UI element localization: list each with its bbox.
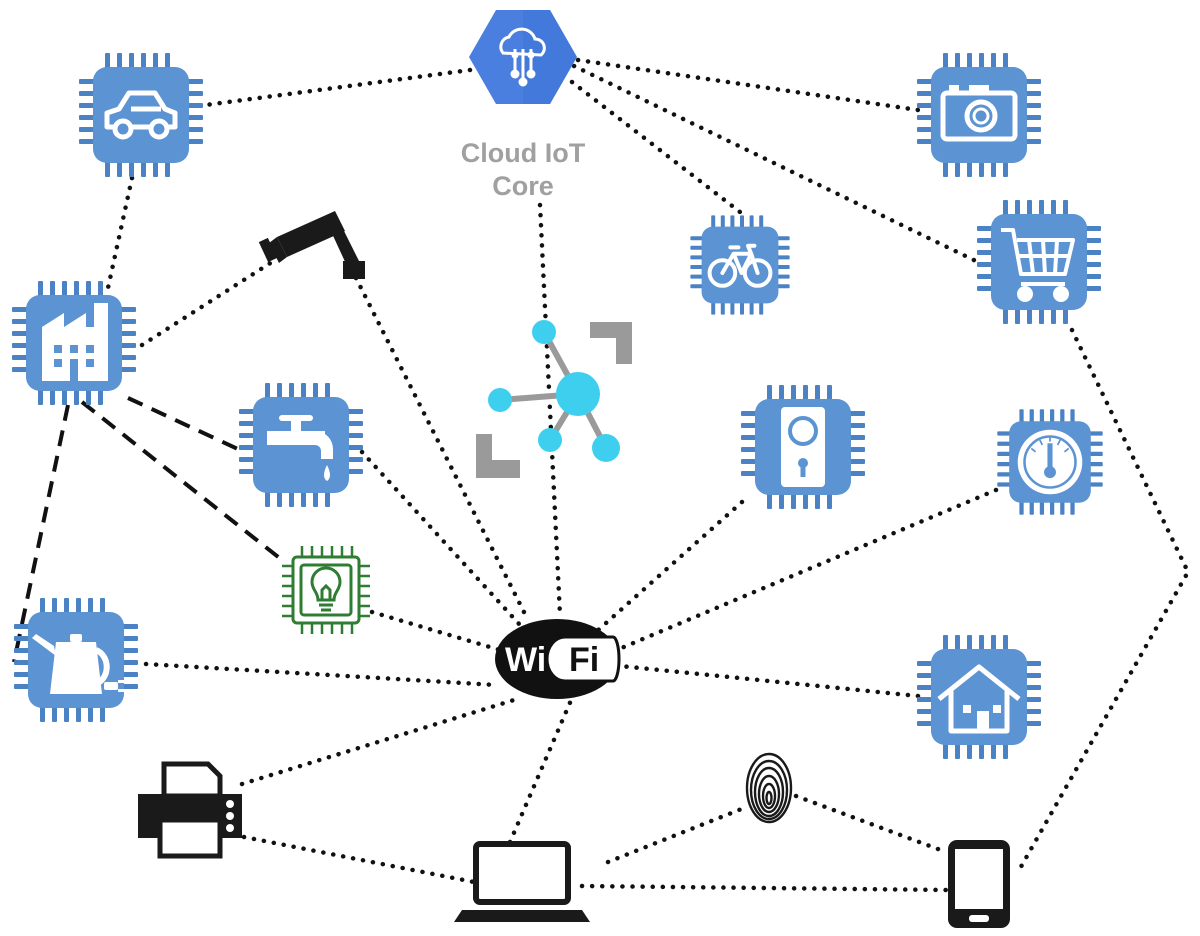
- camera-icon: [940, 85, 1018, 142]
- connection-cloud-car: [195, 67, 473, 109]
- wifi-right-text: Fi: [569, 641, 599, 679]
- door-lock-node: [741, 385, 865, 509]
- connection-printer-wifi: [239, 697, 517, 787]
- kettle-icon: [32, 634, 124, 694]
- wifi-node: Wi Fi: [495, 619, 621, 699]
- connection-bulb-wifi: [369, 609, 503, 653]
- house-node: [917, 635, 1041, 759]
- connection-cart-phone: [1015, 327, 1191, 875]
- cloud-label-line1: Cloud IoT: [461, 138, 586, 168]
- connection-cloud-wifi: [537, 202, 563, 618]
- security-camera-icon: [258, 211, 365, 279]
- connection-thermostat-wifi: [609, 487, 999, 655]
- smartphone-icon: [948, 840, 1010, 928]
- security-camera-node: [258, 211, 365, 279]
- smartphone-node: [948, 840, 1010, 928]
- car-node: [79, 53, 203, 177]
- thermometer-icon: [1017, 429, 1083, 495]
- wifi-left-text: Wi: [505, 641, 546, 679]
- connection-factory-kettle: [12, 404, 70, 663]
- bicycle-node: [690, 215, 790, 315]
- water-tap-icon: [267, 415, 333, 481]
- connection-cloud-bicycle: [569, 79, 743, 215]
- connection-factory-bulb: [80, 400, 284, 562]
- cloud-iot-core-icon: [469, 10, 577, 104]
- factory-node: [12, 281, 136, 405]
- bicycle-icon: [707, 243, 773, 288]
- iot-hub-node: [476, 320, 632, 478]
- connection-cctv-wifi: [353, 275, 531, 623]
- connection-laptop-phone: [579, 883, 949, 893]
- lightbulb-icon: [282, 546, 370, 634]
- connection-cloud-camera: [575, 57, 921, 113]
- connection-laptop-fingerprint: [605, 805, 747, 865]
- cloud-iot-core-node: [469, 10, 577, 104]
- connection-lines: [12, 57, 1191, 893]
- thermometer-node: [997, 409, 1103, 515]
- connection-factory-cctv: [139, 259, 275, 348]
- connection-lock-wifi: [593, 499, 745, 635]
- factory-icon: [42, 303, 108, 381]
- fingerprint-icon: [745, 752, 793, 824]
- house-icon: [937, 664, 1021, 734]
- laptop-icon: [454, 841, 590, 922]
- water-tap-node: [239, 383, 363, 507]
- fingerprint-node: [745, 752, 793, 824]
- kettle-node: [14, 598, 138, 722]
- camera-node: [917, 53, 1041, 177]
- printer-node: [138, 761, 242, 859]
- iot-hub-icon: [476, 320, 632, 478]
- connection-car-factory: [105, 175, 135, 291]
- car-icon: [104, 90, 178, 140]
- connection-tap-wifi: [359, 449, 523, 628]
- laptop-node: [454, 841, 590, 922]
- cloud-label-line2: Core: [492, 171, 554, 201]
- wifi-logo-icon: Wi Fi: [495, 619, 621, 699]
- printer-icon: [138, 761, 242, 859]
- connection-house-wifi: [617, 663, 921, 699]
- connection-kettle-wifi: [143, 661, 499, 688]
- connection-laptop-wifi: [507, 695, 575, 845]
- shopping-cart-icon: [1001, 228, 1075, 302]
- shopping-cart-node: [977, 200, 1101, 324]
- lightbulb-node: [282, 546, 370, 634]
- connection-fingerprint-phone: [793, 793, 949, 855]
- connection-factory-tap: [127, 396, 241, 452]
- connection-printer-laptop: [241, 834, 477, 885]
- door-lock-icon: [781, 407, 825, 487]
